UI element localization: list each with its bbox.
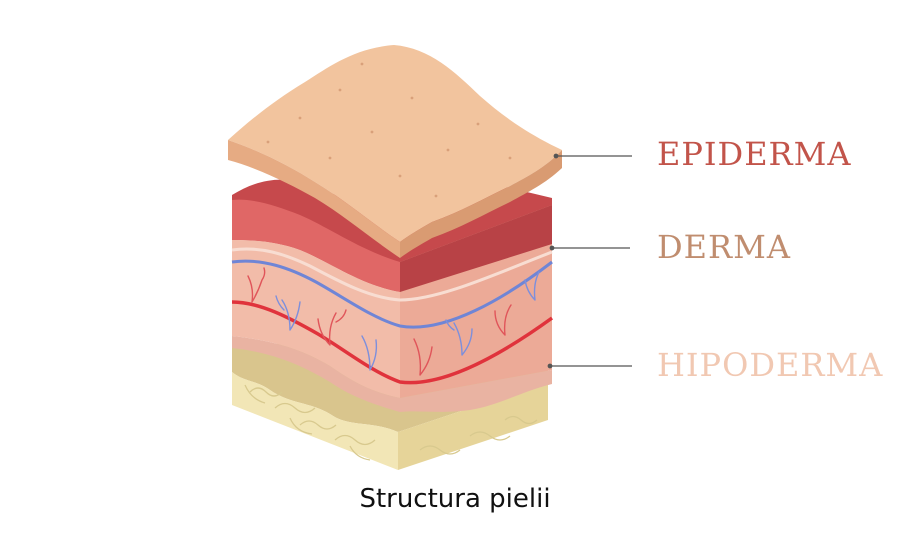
epidermis-left-face	[228, 140, 400, 258]
epidermis-right-face	[400, 150, 562, 258]
label-epiderma: EPIDERMA	[657, 135, 852, 173]
dermis-red-band	[232, 199, 400, 292]
vein-line	[231, 259, 553, 329]
artery-line	[231, 300, 554, 385]
dermis-right-red	[400, 205, 552, 292]
leader-lines	[547, 153, 632, 369]
diagram-caption: Structura pielii	[359, 484, 551, 514]
epidermis-sheet	[228, 45, 562, 258]
epidermis-top	[228, 45, 562, 242]
label-hipoderma: HIPODERMA	[657, 346, 884, 384]
hypodermis-right-face	[398, 382, 548, 470]
label-derma: DERMA	[657, 228, 791, 266]
